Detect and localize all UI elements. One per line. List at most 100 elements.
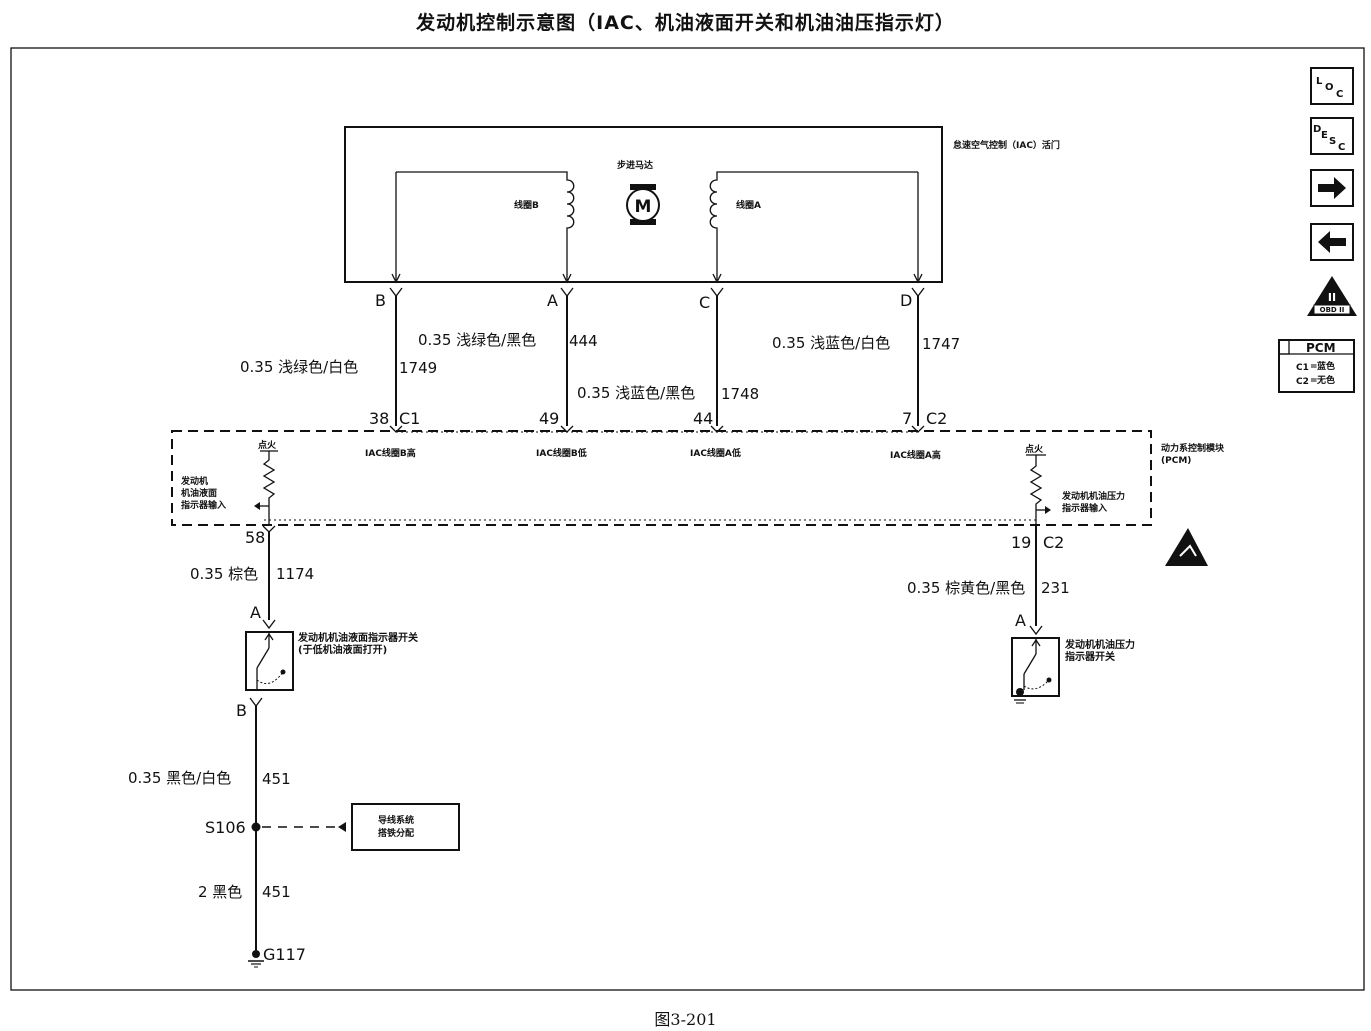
arrow-c bbox=[712, 273, 722, 284]
ground-g117-icon bbox=[248, 950, 264, 968]
wire-451b-num: 451 bbox=[262, 883, 291, 901]
pcm-connector-color-icon[interactable]: PCM C1 = 蓝色 C2 = 无色 bbox=[1278, 339, 1355, 393]
pcm-connector-c2-top: C2 bbox=[926, 409, 947, 428]
svg-text:C1: C1 bbox=[1296, 363, 1309, 373]
coil-b-label: 线圈B bbox=[514, 199, 539, 211]
stepper-motor-label: 步进马达 bbox=[617, 159, 653, 171]
oil-level-switch-label-1: 发动机机油液面指示器开关 bbox=[297, 631, 418, 644]
level-switch-conn-b: B bbox=[236, 701, 247, 720]
level-input-line2: 机油液面 bbox=[181, 487, 217, 499]
svg-text:=: = bbox=[1310, 362, 1318, 372]
pressure-input-line2: 指示器输入 bbox=[1062, 502, 1107, 514]
arrow-d bbox=[913, 273, 923, 284]
iac-coil-b-high: IAC线圈B高 bbox=[365, 447, 416, 459]
iac-coil-b-low: IAC线圈B低 bbox=[536, 447, 587, 459]
back-arrow-icon[interactable] bbox=[1310, 223, 1354, 261]
pcm-connector-c2-bottom: C2 bbox=[1043, 533, 1064, 552]
diagram-title: 发动机控制示意图（IAC、机油液面开关和机油油压指示灯） bbox=[416, 12, 955, 34]
wire-451a-spec: 0.35 黑色/白色 bbox=[128, 769, 231, 787]
wire-1174-num: 1174 bbox=[276, 565, 314, 583]
iac-valve-box bbox=[344, 126, 943, 283]
splice-s106-label: S106 bbox=[205, 818, 246, 837]
level-input-line1: 发动机 bbox=[180, 475, 208, 487]
wire-1748-num: 1748 bbox=[721, 385, 759, 403]
wire-451b-spec: 2 黑色 bbox=[198, 883, 242, 901]
oil-pressure-switch bbox=[1011, 637, 1060, 704]
svg-text:C: C bbox=[1336, 89, 1343, 100]
motor-icon bbox=[626, 188, 660, 222]
connector-b: B bbox=[375, 291, 386, 310]
wire-1747-num: 1747 bbox=[922, 335, 960, 353]
coil-a-label: 线圈A bbox=[736, 199, 761, 211]
motor-top-bar bbox=[630, 184, 656, 190]
svg-text:无色: 无色 bbox=[1316, 374, 1335, 386]
connector-c: C bbox=[699, 293, 710, 312]
iac-valve: 怠速空气控制（IAC）活门 步进马达 M 线圈B 线圈A bbox=[344, 126, 1060, 284]
level-switch-conn-a: A bbox=[250, 603, 261, 622]
arrow-b bbox=[391, 273, 401, 284]
pcm-label: 动力系控制模块 bbox=[1161, 442, 1225, 454]
pressure-switch-conn-a: A bbox=[1015, 611, 1026, 630]
oil-level-switch-label-2: (于低机油液面打开) bbox=[298, 643, 387, 656]
ground-dist-line2: 搭铁分配 bbox=[378, 827, 414, 839]
wire-1749-num: 1749 bbox=[399, 359, 437, 377]
obd-ii-icon[interactable]: OBD II II bbox=[1307, 276, 1357, 316]
coil-b-wire bbox=[396, 171, 575, 280]
pcm-connector-c1: C1 bbox=[399, 409, 420, 428]
svg-text:L: L bbox=[1316, 76, 1323, 87]
connector-d: D bbox=[900, 291, 912, 310]
pcm-pin-19: 19 bbox=[1011, 533, 1031, 552]
iac-coil-a-low: IAC线圈A低 bbox=[690, 447, 741, 459]
svg-text:E: E bbox=[1321, 130, 1328, 141]
pcm-box bbox=[171, 430, 1152, 526]
left-pullup-resistor bbox=[262, 451, 276, 524]
pcm-pin-49: 49 bbox=[539, 409, 559, 428]
ground-g117-label: G117 bbox=[263, 945, 306, 964]
oil-level-switch bbox=[245, 631, 294, 691]
iac-connectors: B A C D bbox=[375, 287, 925, 312]
pcm-module: 动力系控制模块 (PCM) IAC线圈B高 IAC线圈B低 IAC线圈A低 IA… bbox=[171, 430, 1225, 526]
level-input-line3: 指示器输入 bbox=[181, 499, 226, 511]
wire-1747-spec: 0.35 浅蓝色/白色 bbox=[772, 334, 890, 352]
desc-icon[interactable]: D E S C bbox=[1310, 117, 1354, 155]
svg-text:C: C bbox=[1338, 142, 1345, 153]
svg-text:=: = bbox=[1310, 376, 1318, 386]
svg-text:OBD II: OBD II bbox=[1320, 306, 1345, 314]
ground-distribution-box bbox=[351, 803, 460, 851]
pcm-label-abbr: (PCM) bbox=[1161, 456, 1191, 466]
pressure-input-line1: 发动机机油压力 bbox=[1061, 490, 1125, 502]
arrow-a bbox=[562, 273, 572, 284]
right-pullup-resistor bbox=[1029, 455, 1043, 526]
wire-444-num: 444 bbox=[569, 332, 598, 350]
svg-text:II: II bbox=[1328, 291, 1336, 304]
coil-a-wire bbox=[709, 171, 918, 280]
esd-warning-icon bbox=[1165, 528, 1208, 566]
loc-icon[interactable]: L O C bbox=[1310, 67, 1354, 105]
wire-231-spec: 0.35 棕黄色/黑色 bbox=[907, 579, 1025, 597]
motor-symbol: M bbox=[635, 197, 652, 217]
diagram-frame bbox=[10, 47, 1365, 991]
forward-arrow-icon[interactable] bbox=[1310, 169, 1354, 207]
ground-dist-line1: 导线系统 bbox=[378, 814, 414, 826]
svg-text:O: O bbox=[1325, 82, 1334, 93]
figure-caption: 图3-201 bbox=[654, 1010, 717, 1029]
splice-s106-dot bbox=[251, 822, 261, 832]
pcm-pin-58: 58 bbox=[245, 528, 265, 547]
svg-text:C2: C2 bbox=[1296, 377, 1309, 387]
wire-451a-num: 451 bbox=[262, 770, 291, 788]
wire-444-spec: 0.35 浅绿色/黑色 bbox=[418, 331, 536, 349]
svg-text:蓝色: 蓝色 bbox=[1317, 360, 1335, 372]
wire-1749-spec: 0.35 浅绿色/白色 bbox=[240, 358, 358, 376]
svg-text:D: D bbox=[1313, 124, 1321, 135]
ignition-left-label: 点火 bbox=[258, 439, 277, 451]
pcm-pin-7: 7 bbox=[902, 409, 912, 428]
wire-1174-spec: 0.35 棕色 bbox=[190, 565, 258, 583]
ignition-right-label: 点火 bbox=[1025, 443, 1044, 455]
oil-pressure-switch-label-1: 发动机机油压力 bbox=[1064, 638, 1135, 651]
connector-a: A bbox=[547, 291, 558, 310]
wire-1748-spec: 0.35 浅蓝色/黑色 bbox=[577, 384, 695, 402]
iac-coil-a-high: IAC线圈A高 bbox=[890, 449, 941, 461]
wire-231-num: 231 bbox=[1041, 579, 1070, 597]
svg-text:PCM: PCM bbox=[1306, 341, 1336, 355]
